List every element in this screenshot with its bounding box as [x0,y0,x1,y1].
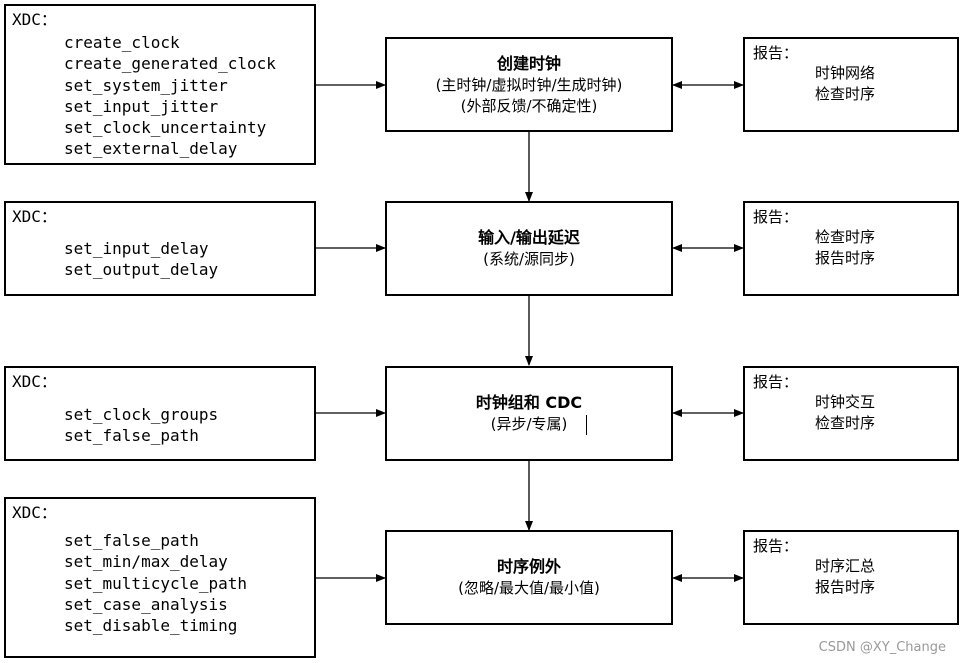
report-item: 报告时序 [815,249,876,267]
report-list: 时序汇总 报告时序 [815,556,875,598]
report-list: 时钟网络 检查时序 [815,63,875,105]
xdc-command: set_clock_groups [64,405,219,424]
xdc-label: XDC： [12,372,57,391]
stage-subtitle: (主时钟/虚拟时钟/生成时钟) [435,75,623,94]
xdc-label: XDC： [12,503,57,522]
report-label: 报告： [753,44,799,62]
stage-subtitle: (外部反馈/不确定性) [460,96,598,115]
report-item: 时钟交互 [815,393,876,411]
stage-subtitle: (忽略/最大值/最小值) [458,579,600,597]
report-list: 时钟交互 检查时序 [815,392,875,434]
xdc-box-io-delay: XDC： set_input_delay set_output_delay [4,201,316,296]
report-box-clocks: 报告： 时钟网络 检查时序 [743,37,959,132]
xdc-command: set_multicycle_path [64,573,248,593]
stage-subtitle: (异步/专属) [490,415,568,433]
stage-box-timing-exceptions: 时序例外 (忽略/最大值/最小值) [385,530,673,625]
report-item: 检查时序 [815,414,876,432]
report-box-timing-exceptions: 报告： 时序汇总 报告时序 [743,530,959,625]
report-item: 时钟网络 [815,64,876,82]
xdc-box-timing-exceptions: XDC： set_false_path set_min/max_delay se… [4,497,316,658]
stage-box-io-delay: 输入/输出延迟 (系统/源同步) [385,201,673,296]
report-label: 报告： [753,208,799,226]
stage-box-create-clock: 创建时钟 (主时钟/虚拟时钟/生成时钟) (外部反馈/不确定性) [385,37,673,132]
xdc-command: set_min/max_delay [64,552,228,572]
stage-subtitle: (系统/源同步) [483,250,575,268]
stage-title: 输入/输出延迟 [478,228,580,247]
text-cursor [586,415,587,435]
xdc-command: set_disable_timing [64,616,238,636]
report-box-clock-groups: 报告： 时钟交互 检查时序 [743,366,959,461]
xdc-command: create_clock [64,33,180,52]
report-item: 报告时序 [815,578,876,596]
xdc-command: set_case_analysis [64,594,228,614]
xdc-box-clocks: XDC： create_clock create_generated_clock… [4,4,316,165]
xdc-command-list: set_false_path set_min/max_delay set_mul… [64,530,247,636]
xdc-command-list: set_input_delay set_output_delay [64,238,218,281]
xdc-command-list: create_clock create_generated_clock set_… [64,32,276,160]
xdc-command: set_output_delay [64,260,219,280]
report-item: 检查时序 [815,228,876,246]
report-list: 检查时序 报告时序 [815,227,875,269]
stage-box-clock-groups-cdc: 时钟组和 CDC (异步/专属) [385,366,673,461]
xdc-command: set_external_delay [64,139,238,159]
report-box-io-delay: 报告： 检查时序 报告时序 [743,201,959,296]
stage-title: 时钟组和 CDC [475,393,583,412]
xdc-command: set_clock_uncertainty [64,118,267,138]
xdc-label: XDC： [12,207,57,226]
xdc-command-list: set_clock_groups set_false_path [64,404,218,447]
stage-title: 创建时钟 [496,53,561,73]
xdc-command: set_false_path [64,531,199,550]
xdc-command: create_generated_clock [64,54,276,74]
report-label: 报告： [753,537,799,555]
xdc-box-clock-groups: XDC： set_clock_groups set_false_path [4,366,316,461]
report-label: 报告： [753,373,799,391]
watermark: CSDN @XY_Change [818,640,946,655]
xdc-command: set_input_delay [64,239,209,258]
stage-title: 时序例外 [496,557,561,576]
report-item: 检查时序 [815,85,876,103]
report-item: 时序汇总 [815,557,876,575]
xdc-label: XDC： [12,10,57,29]
xdc-command: set_false_path [64,426,199,446]
xdc-command: set_system_jitter [64,75,228,95]
xdc-command: set_input_jitter [64,96,219,116]
